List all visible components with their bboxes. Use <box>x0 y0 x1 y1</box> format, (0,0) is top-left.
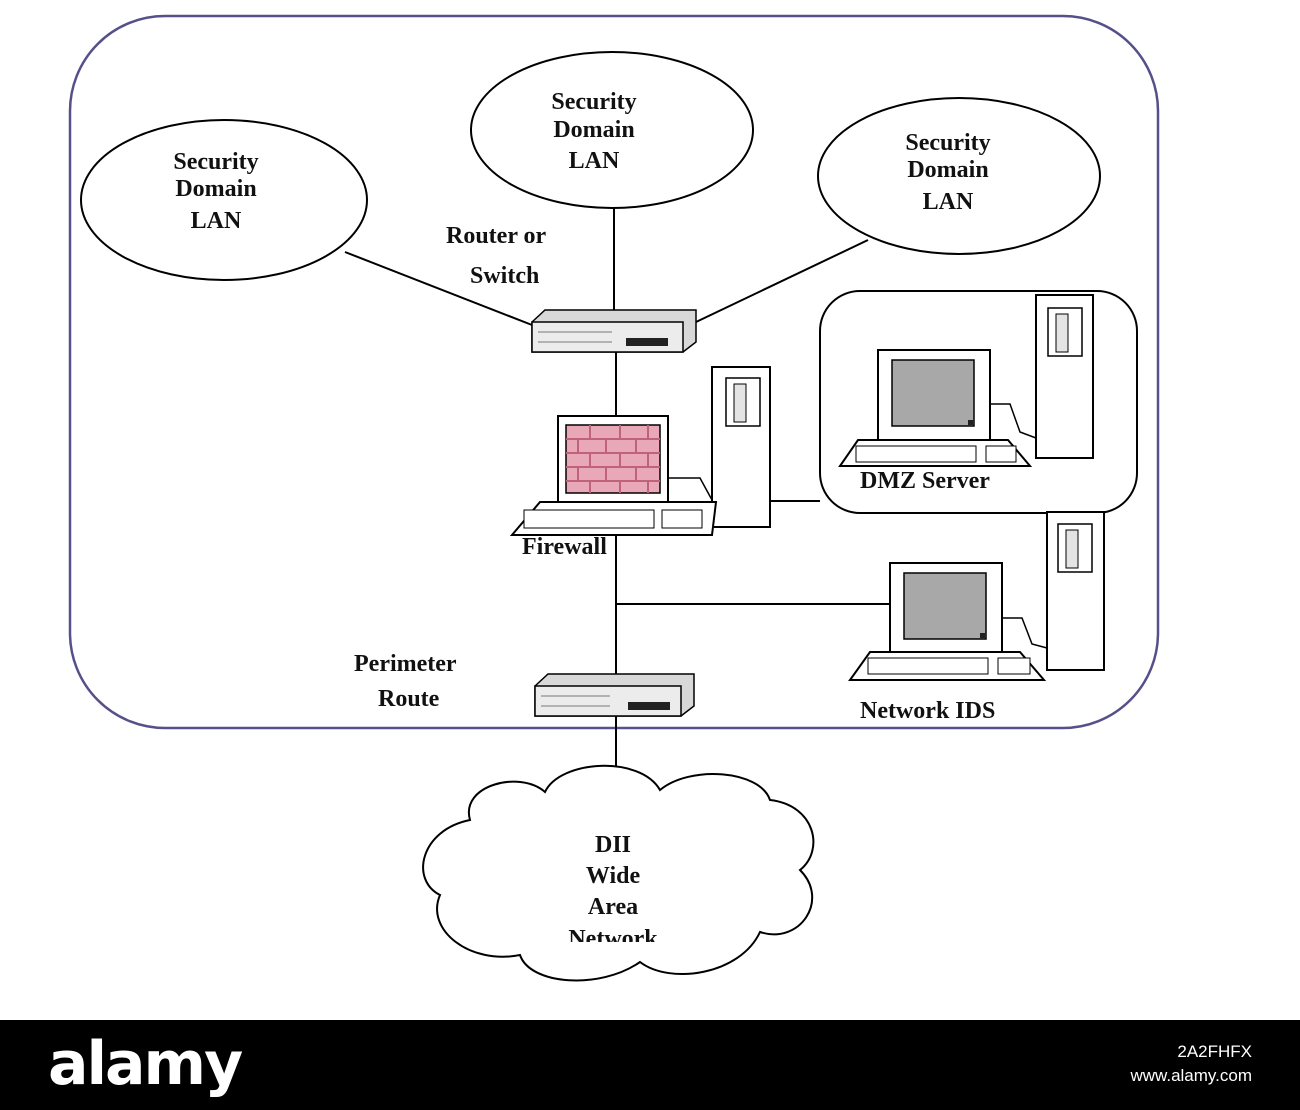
perimeter-router-icon <box>534 673 695 717</box>
lan-right-line3: LAN <box>923 189 974 215</box>
dmz-server-icon <box>838 294 1094 467</box>
wan-cloud-icon: DII Wide Area Network <box>422 764 815 982</box>
router-switch-icon <box>531 309 697 353</box>
perimeter-router-label-line2: Route <box>378 686 440 712</box>
lan-center-line2: Domain <box>553 117 634 143</box>
dmz-server-label: DMZ Server <box>860 468 990 494</box>
watermark-footer: alamy 2A2FHFX www.alamy.com <box>0 1020 1300 1110</box>
lan-right-line2: Domain <box>907 157 988 183</box>
site-url: www.alamy.com <box>1130 1066 1252 1085</box>
router-switch-label-line1: Router or <box>446 223 547 249</box>
lan-right: Security Domain LAN <box>817 97 1101 255</box>
firewall-computer-icon <box>509 366 771 536</box>
lan-right-line1: Security <box>905 130 990 156</box>
perimeter-router-label-line1: Perimeter <box>354 651 457 677</box>
lan-left: Security Domain LAN <box>80 119 368 281</box>
lan-center: Security Domain LAN <box>470 51 754 209</box>
connection-lines <box>344 206 890 795</box>
lan-center-line3: LAN <box>569 148 620 174</box>
brick-wall-icon <box>566 425 660 493</box>
wan-cloud-line3: Area <box>588 894 638 920</box>
firewall-label: Firewall <box>522 534 607 560</box>
lan-center-line1: Security <box>551 89 636 115</box>
network-ids-label: Network IDS <box>860 698 995 724</box>
image-id: 2A2FHFX <box>1177 1042 1252 1061</box>
alamy-logo: alamy <box>48 1029 243 1099</box>
wan-cloud-line1: DII <box>595 832 631 858</box>
network-diagram: Security Domain LAN Security Domain LAN … <box>68 14 1160 982</box>
enclave-boundary <box>68 14 1160 730</box>
router-switch-label-line2: Switch <box>470 263 539 289</box>
dmz-boundary <box>819 290 1138 514</box>
wan-cloud-line2: Wide <box>586 863 641 889</box>
lan-left-line1: Security <box>173 149 258 175</box>
wan-cloud-line4: Network <box>568 926 658 952</box>
lan-left-line3: LAN <box>191 208 242 234</box>
network-ids-icon <box>848 511 1105 681</box>
lan-left-line2: Domain <box>175 176 256 202</box>
